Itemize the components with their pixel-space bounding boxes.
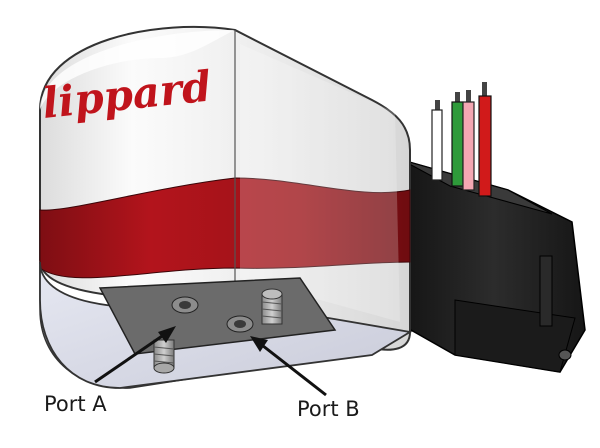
valve-housing bbox=[39, 25, 411, 351]
arrow-icon bbox=[94, 326, 176, 384]
screw-icon bbox=[153, 339, 175, 374]
port-a-label: Port A bbox=[44, 392, 107, 416]
wire-icon bbox=[478, 82, 492, 197]
wire-bundle bbox=[431, 82, 492, 197]
port-b-hole bbox=[226, 315, 254, 333]
wire-icon bbox=[451, 92, 464, 187]
arrow-icon bbox=[250, 336, 327, 397]
wire-icon bbox=[462, 90, 475, 191]
port-b-label: Port B bbox=[297, 397, 360, 421]
motor-block bbox=[401, 159, 586, 373]
wire-icon bbox=[431, 100, 443, 181]
port-a-hole bbox=[171, 296, 199, 314]
screw-icon bbox=[261, 288, 283, 325]
